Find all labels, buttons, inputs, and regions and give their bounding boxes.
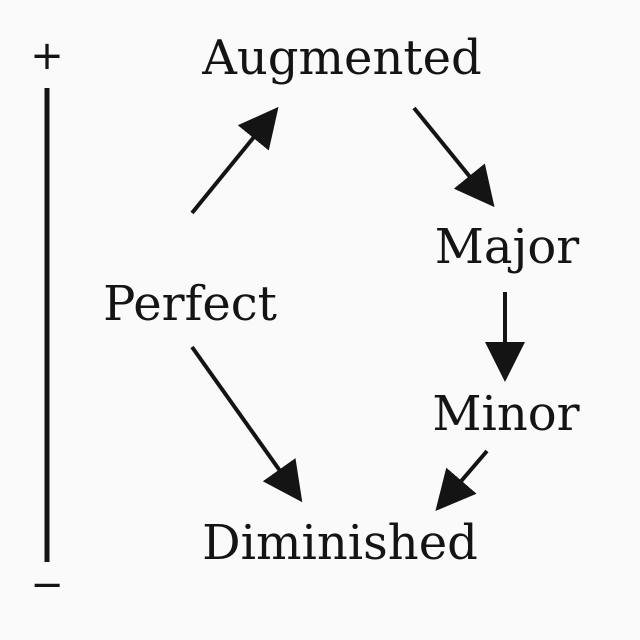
node-augmented: Augmented [202, 30, 482, 86]
scale-minus-label: − [30, 562, 64, 608]
arrow-augmented-to-major [412, 106, 495, 208]
arrow-minor-to-diminished [435, 449, 489, 512]
node-minor: Minor [432, 386, 580, 442]
arrow-perfect-to-augmented [190, 106, 279, 215]
scale-plus-label: + [30, 33, 64, 79]
node-major: Major [434, 219, 580, 275]
node-perfect: Perfect [103, 276, 277, 332]
node-diminished: Diminished [202, 515, 478, 571]
arrow-perfect-to-diminished [190, 345, 303, 503]
